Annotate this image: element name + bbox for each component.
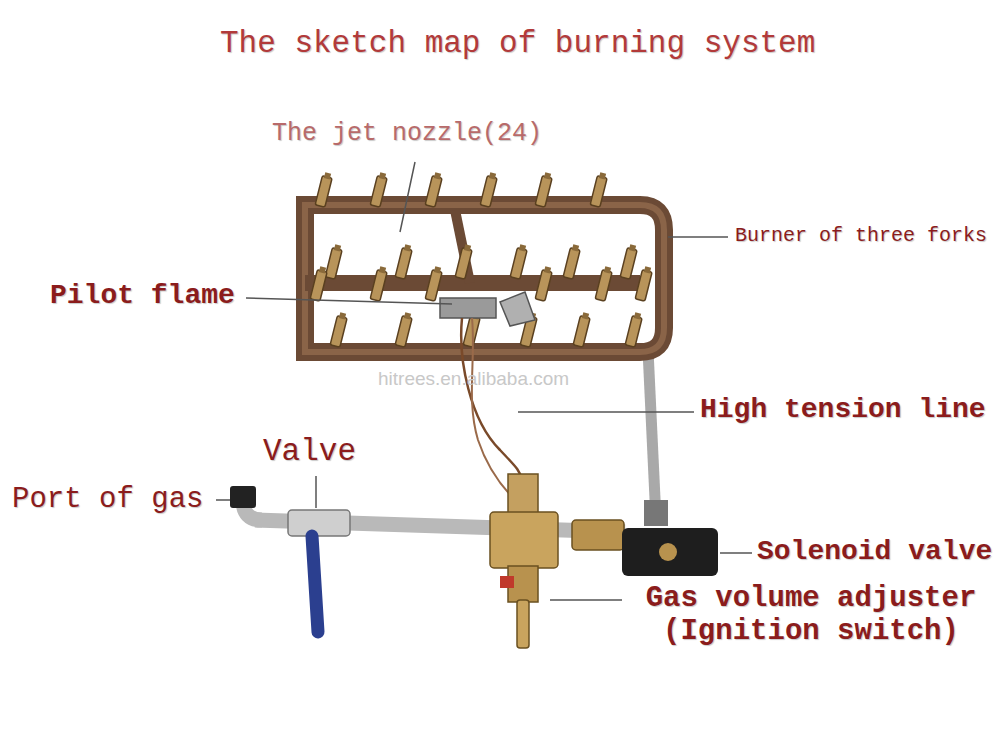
high-tension-wire (461, 318, 522, 480)
brass-fitting (508, 474, 538, 514)
part-label: Valve (263, 434, 356, 470)
ignition-connector (500, 576, 514, 588)
valve-handle (312, 536, 318, 632)
pilot-plate (500, 292, 535, 326)
part-label: Solenoid valve (757, 536, 992, 568)
part-label: High tension line (700, 394, 986, 426)
part-label: Port of gas (12, 483, 203, 516)
solenoid-coil (622, 528, 718, 576)
gas-port-fitting (230, 486, 256, 508)
part-label: Gas volume adjuster (Ignition switch) (628, 582, 994, 649)
part-label: Burner of three forks (735, 224, 987, 247)
leader-lines (216, 162, 752, 600)
feed-pipe (648, 350, 656, 520)
diagram-title: The sketch map of burning system (220, 26, 815, 62)
jet-nozzles (310, 172, 652, 347)
pipe-nut (644, 500, 668, 526)
adjuster-stem (517, 600, 529, 648)
pilot-bracket (440, 298, 496, 318)
brass-body (490, 512, 558, 568)
high-tension-wire (472, 318, 515, 500)
burner-frame-shine (305, 205, 664, 352)
solenoid-nut (659, 543, 677, 561)
part-label: Pilot flame (50, 280, 235, 312)
watermark: hitrees.en.alibaba.com (378, 368, 569, 390)
solenoid-fitting (572, 520, 624, 550)
part-label: The jet nozzle(24) (272, 120, 542, 149)
ball-valve (288, 510, 350, 536)
burner-frame (305, 205, 664, 352)
